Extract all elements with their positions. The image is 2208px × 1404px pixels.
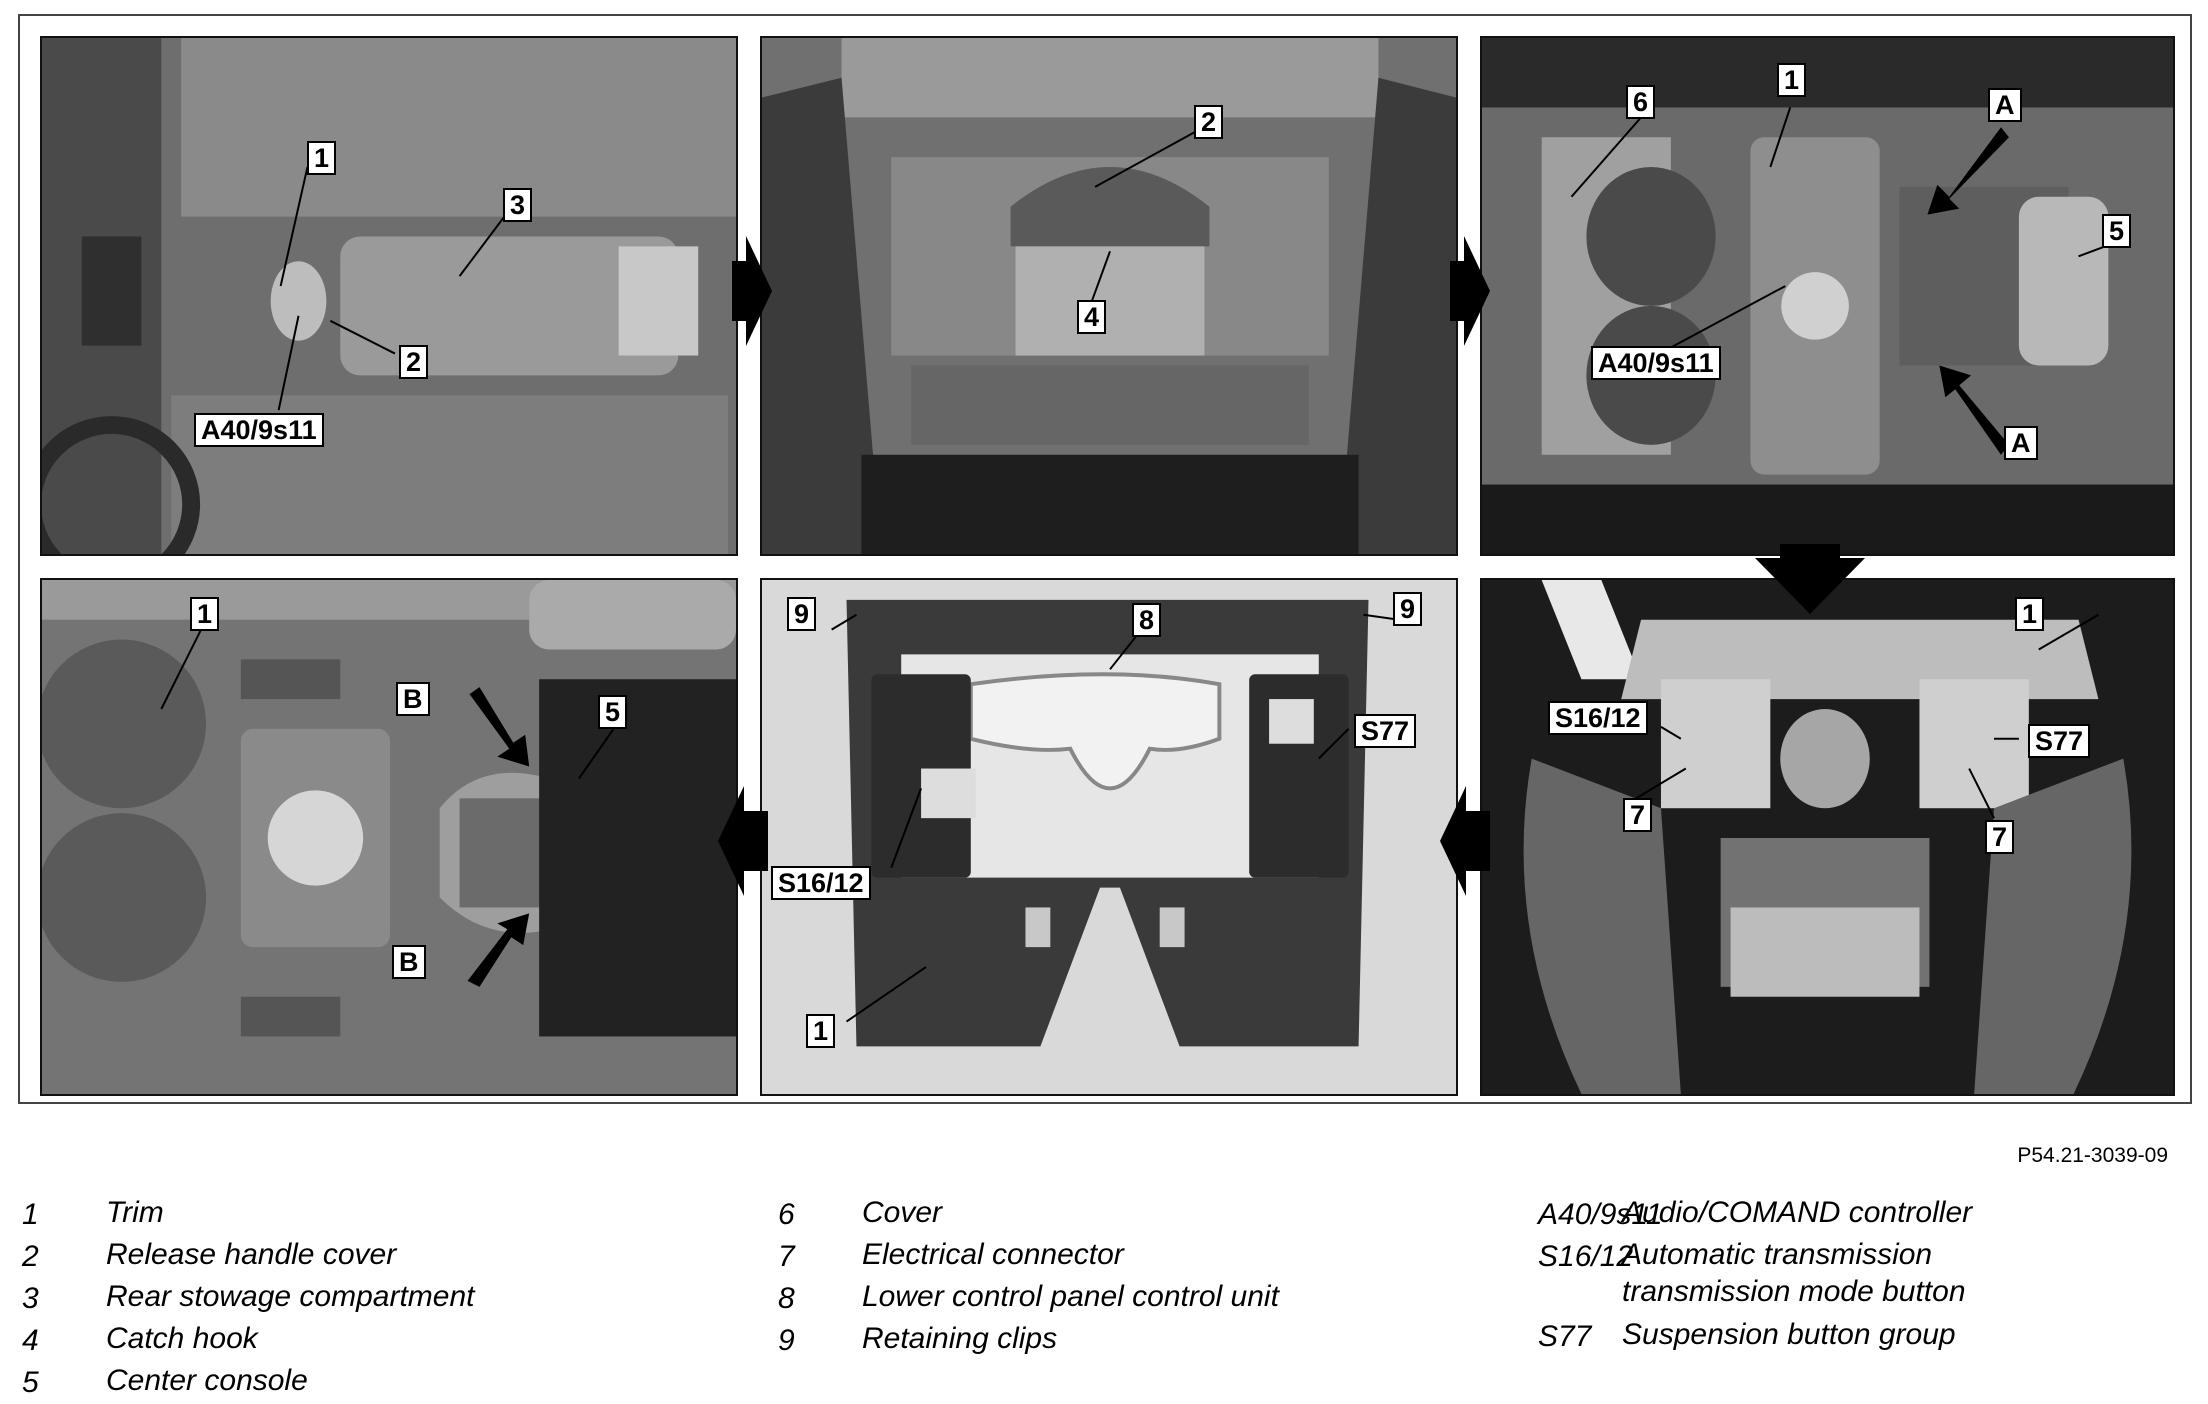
legend-row: 2 Release handle cover xyxy=(22,1236,475,1278)
legend-row: 5 Center console xyxy=(22,1362,475,1404)
legend-row: S77 Suspension button group xyxy=(1538,1316,1972,1358)
callout-1: 1 xyxy=(1777,63,1807,97)
photo-5-image xyxy=(762,580,1456,1094)
photo-4-image xyxy=(42,580,736,1094)
legend-row: 6 Cover xyxy=(778,1194,1279,1236)
callout-7: 7 xyxy=(1623,798,1653,832)
legend-key: 6 xyxy=(778,1198,795,1231)
arrow-left-icon xyxy=(1440,786,1490,896)
callout-5: 5 xyxy=(2102,214,2132,248)
legend-row: 3 Rear stowage compartment xyxy=(22,1278,475,1320)
legend-row: 1 Trim xyxy=(22,1194,475,1236)
legend-key: 5 xyxy=(22,1366,39,1399)
legend-column-2: 6 Cover 7 Electrical connector 8 Lower cont… xyxy=(778,1194,1279,1362)
photo-6-image xyxy=(1482,580,2173,1094)
arrow-right-icon xyxy=(1450,236,1490,346)
legend-label: Lower control panel control unit xyxy=(862,1280,1279,1313)
legend-row: 8 Lower control panel control unit xyxy=(778,1278,1279,1320)
callout-9: 9 xyxy=(1393,592,1423,626)
callout-a: A xyxy=(1988,88,2022,122)
callout-1: 1 xyxy=(2015,597,2045,631)
callout-b: B xyxy=(392,945,426,979)
legend-key: 7 xyxy=(778,1240,795,1273)
callout-1: 1 xyxy=(806,1014,836,1048)
callout-5: 5 xyxy=(598,695,628,729)
callout-a40-9s11: A40/9s11 xyxy=(194,413,324,447)
legend-column-1: 1 Trim 2 Release handle cover 3 Rear stowag… xyxy=(22,1194,475,1404)
figure-reference: P54.21-3039-09 xyxy=(2017,1144,2168,1167)
legend-key: 2 xyxy=(22,1240,39,1273)
photo-panel-4: 1 B 5 B xyxy=(40,578,738,1096)
callout-b: B xyxy=(396,682,430,716)
legend-row: 9 Retaining clips xyxy=(778,1320,1279,1362)
photo-3-image xyxy=(1482,38,2173,554)
legend-key: 9 xyxy=(778,1324,795,1357)
legend-label: Rear stowage compartment xyxy=(106,1280,475,1313)
callout-a: A xyxy=(2004,426,2038,460)
legend-label: Trim xyxy=(106,1196,164,1229)
callout-1: 1 xyxy=(190,597,220,631)
callout-2: 2 xyxy=(1194,105,1224,139)
callout-6: 6 xyxy=(1626,85,1656,119)
legend-label: Suspension button group xyxy=(1622,1318,1956,1351)
photo-2-image xyxy=(762,38,1456,554)
arrow-right-icon xyxy=(732,236,772,346)
callout-4: 4 xyxy=(1077,300,1107,334)
legend-label: Electrical connector xyxy=(862,1238,1124,1271)
legend-label: Audio/COMAND controller xyxy=(1622,1196,1973,1229)
callout-1: 1 xyxy=(307,141,337,175)
photo-panel-5: 9 8 9 S77 S16/12 1 xyxy=(760,578,1458,1096)
callout-a40-9s11: A40/9s11 xyxy=(1591,346,1721,380)
legend-label: Release handle cover xyxy=(106,1238,397,1271)
legend-label: Retaining clips xyxy=(862,1322,1058,1355)
photo-1-image xyxy=(42,38,736,554)
legend-key: 3 xyxy=(22,1282,39,1315)
arrow-down-icon xyxy=(1755,544,1865,614)
callout-s77: S77 xyxy=(1354,714,1417,748)
arrow-left-icon xyxy=(718,786,768,896)
legend-label: Automatic transmission transmission mode… xyxy=(1622,1238,1966,1308)
legend-key: S16/12 xyxy=(1538,1240,1634,1273)
figure-frame: 1 3 2 A40/9s11 2 4 xyxy=(18,14,2192,1104)
legend-row: 7 Electrical connector xyxy=(778,1236,1279,1278)
callout-8: 8 xyxy=(1132,603,1162,637)
legend-key: 8 xyxy=(778,1282,795,1315)
callout-s16-12: S16/12 xyxy=(1548,701,1648,735)
legend-label: Catch hook xyxy=(106,1322,258,1355)
callout-s77: S77 xyxy=(2028,724,2091,758)
legend-key: S77 xyxy=(1538,1320,1592,1353)
legend-label: Cover xyxy=(862,1196,943,1229)
callout-9: 9 xyxy=(787,597,817,631)
legend-key: A40/9s11 xyxy=(1538,1198,1663,1231)
callout-7: 7 xyxy=(1985,820,2015,854)
callout-3: 3 xyxy=(503,188,533,222)
legend-key: 1 xyxy=(22,1198,39,1231)
callout-s16-12: S16/12 xyxy=(771,866,871,900)
callout-2: 2 xyxy=(399,345,429,379)
legend-label: Center console xyxy=(106,1364,308,1397)
legend-row: 4 Catch hook xyxy=(22,1320,475,1362)
photo-panel-6: 1 S16/12 S77 7 7 xyxy=(1480,578,2175,1096)
photo-panel-1: 1 3 2 A40/9s11 xyxy=(40,36,738,556)
photo-panel-3: 6 1 A 5 A40/9s11 A xyxy=(1480,36,2175,556)
legend-key: 4 xyxy=(22,1324,39,1357)
photo-panel-2: 2 4 xyxy=(760,36,1458,556)
